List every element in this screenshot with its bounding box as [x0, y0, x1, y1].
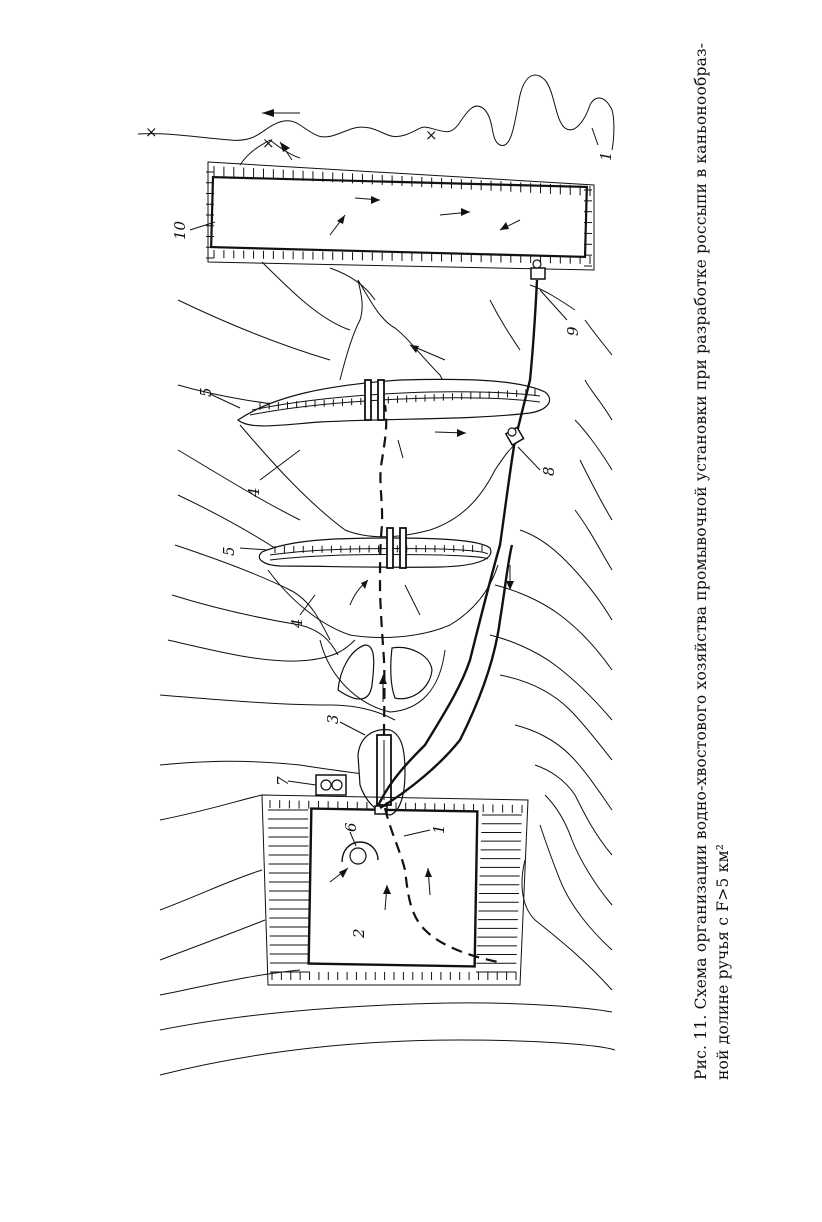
figure-caption: Рис. 11. Схема организации водно-хвостов…	[690, 50, 734, 1080]
dam-5-upper	[238, 379, 550, 426]
label-9: 9	[564, 326, 582, 336]
tailings-pond-2	[262, 795, 528, 985]
caption-line-2: ной долине ручья с F>5 км²	[712, 50, 734, 1080]
label-8: 8	[540, 466, 558, 476]
label-10: 10	[171, 220, 189, 240]
label-7: 7	[274, 776, 292, 786]
rock-outcrop	[340, 280, 445, 385]
sump-structures	[320, 640, 445, 712]
label-2: 2	[350, 928, 368, 939]
label-3: 3	[324, 714, 342, 724]
pump-8	[506, 427, 524, 445]
label-4-upper: 4	[245, 487, 263, 498]
caption-line-1: Рис. 11. Схема организации водно-хвостов…	[690, 50, 712, 1080]
pump-9	[531, 260, 545, 279]
svg-text:×: ×	[262, 134, 275, 152]
label-6: 6	[342, 822, 360, 832]
settling-pond-10	[206, 162, 594, 270]
label-4-lower: 4	[288, 618, 306, 629]
dam-3	[358, 730, 405, 815]
label-1-stream: 1	[597, 151, 615, 161]
svg-text:×: ×	[145, 123, 158, 141]
label-5-lower: 5	[220, 546, 238, 556]
pump-station-7	[316, 775, 346, 795]
svg-text:×: ×	[425, 126, 438, 144]
label-5-upper: 5	[197, 387, 215, 397]
dam-5-lower	[259, 528, 491, 568]
stream-channel: × × ×	[138, 75, 614, 165]
label-1-flow: 1	[430, 824, 448, 834]
